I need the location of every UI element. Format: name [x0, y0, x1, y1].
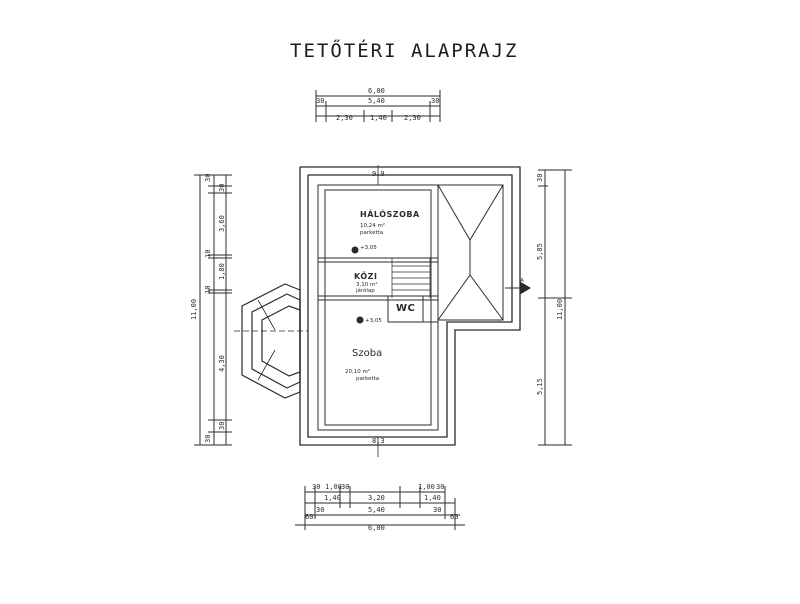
dim-left-8: 30: [218, 422, 226, 430]
dim-bottom-seg-3: 30: [341, 483, 349, 491]
bottom-dimension-chain: [295, 486, 465, 530]
dim-right-2: 5,85: [536, 243, 544, 260]
axis-label-bottom: 8,3: [372, 437, 385, 445]
room-name-living: Szoba: [352, 348, 382, 359]
dim-bottom-edge-right: 30: [433, 506, 441, 514]
dim-bottom-total: 6,00: [368, 524, 385, 532]
dim-bottom-seg-6: 1,40: [424, 494, 441, 502]
bay-window: [234, 283, 308, 399]
room-name-bedroom: HÁLÓSZOBA: [360, 208, 420, 219]
top-dimension-chain: [315, 90, 441, 122]
dim-left-4: 10: [204, 250, 212, 258]
dim-top-edge-left: 30: [316, 97, 324, 105]
dim-bottom-seg-1: 30: [312, 483, 320, 491]
room-area-living: 20,10 m²: [345, 368, 370, 375]
dim-left-7: 4,30: [218, 355, 226, 372]
room-name-wc: WC: [396, 303, 415, 314]
dim-left-5: 1,80: [218, 263, 226, 280]
dim-left-6: 10: [204, 286, 212, 294]
axis-label-top: 9,9: [372, 170, 385, 178]
dim-right-1: 30: [536, 174, 544, 182]
dim-bottom-seg-7: 1,00: [418, 483, 435, 491]
room-floor-living: parketta: [356, 376, 379, 382]
dim-bottom-lead-right: 60: [450, 513, 458, 521]
dim-top-inner: 5,40: [368, 97, 385, 105]
dim-bottom-seg-8: 30: [436, 483, 444, 491]
room-name-hall: KÖZI: [354, 271, 377, 281]
page-title: TETŐTÉRI ALAPRAJZ: [290, 40, 519, 62]
right-dimension-chain: [538, 169, 572, 446]
left-dimension-chain: [194, 174, 232, 446]
dim-top-seg-1: 2,30: [336, 114, 353, 122]
outer-walls: [299, 166, 521, 446]
dim-bottom-seg-2: 1,00: [325, 483, 342, 491]
staircase: [391, 258, 431, 298]
dim-left-2: 30: [218, 184, 226, 192]
dim-top-seg-2: 1,40: [370, 114, 387, 122]
section-marker-label: A: [520, 278, 524, 284]
dim-left-1: 30: [204, 174, 212, 182]
dim-bottom-inner: 5,40: [368, 506, 385, 514]
roof-hip-lines: [437, 184, 504, 321]
dim-right-total: 11,00: [556, 299, 564, 320]
level-markers: [351, 246, 364, 324]
dim-left-total: 11,00: [190, 299, 198, 320]
dim-right-3: 5,15: [536, 378, 544, 395]
dim-left-9: 30: [204, 435, 212, 443]
dim-bottom-seg-5: 3,20: [368, 494, 385, 502]
room-area-hall: 3,10 m²: [356, 281, 378, 288]
dim-bottom-edge-left: 30: [316, 506, 324, 514]
dim-top-total: 6,00: [368, 87, 385, 95]
room-floor-hall: járólap: [355, 287, 375, 294]
section-marker: [505, 281, 531, 295]
dim-bottom-seg-4: 1,40: [324, 494, 341, 502]
room-floor-bedroom: parketta: [360, 230, 383, 236]
level-label-top: +3,05: [360, 245, 377, 251]
dim-top-seg-3: 2,30: [404, 114, 421, 122]
dim-top-edge-right: 30: [431, 97, 439, 105]
dim-bottom-lead-left: 60: [305, 513, 313, 521]
dim-left-3: 3,60: [218, 215, 226, 232]
room-area-bedroom: 10,24 m²: [360, 222, 385, 229]
level-label-mid: +3,05: [365, 318, 382, 324]
